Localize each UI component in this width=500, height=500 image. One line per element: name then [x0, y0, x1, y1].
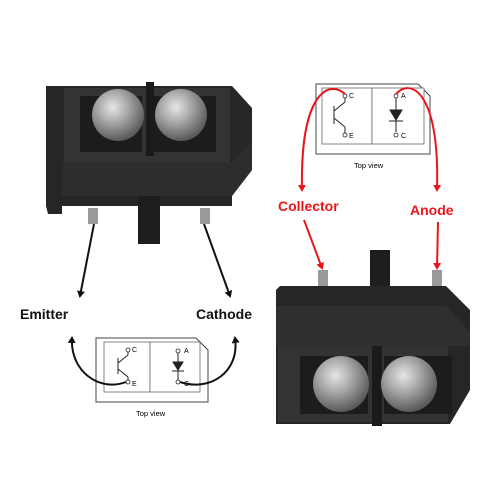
emitter-pin-mark: E — [132, 381, 137, 388]
cathode-curve — [179, 336, 240, 386]
anode-arrow — [433, 221, 442, 270]
schematic-top-right: C E A C Top view — [315, 83, 431, 170]
detector-lens-2 — [313, 356, 369, 412]
phototransistor-symbol-2 — [333, 96, 346, 134]
emitter-pin — [88, 208, 98, 224]
anode-pin-mark: A — [184, 348, 189, 355]
collector-pin-mark-2: C — [349, 93, 354, 100]
collector-arrow — [303, 219, 324, 270]
cathode-pin — [200, 208, 210, 224]
ir-diode-symbol-2 — [389, 98, 403, 132]
ir-diode-symbol — [172, 353, 184, 380]
anode-curve — [395, 87, 442, 192]
emitter-lens-2 — [381, 356, 437, 412]
schematic-bottom-left: C E A C Top view — [95, 337, 209, 418]
cathode-arrow — [203, 223, 233, 298]
sensor-top-view-component — [46, 82, 252, 244]
collector-curve — [297, 87, 346, 192]
emitter-label: Emitter — [20, 306, 69, 322]
collector-label: Collector — [278, 198, 339, 214]
top-view-caption-2: Top view — [354, 161, 384, 170]
cathode-label: Cathode — [196, 306, 252, 322]
collector-pin — [318, 270, 328, 288]
emitter-lens — [92, 89, 144, 141]
sensor-bottom-view-component — [276, 250, 470, 426]
emitter-curve — [67, 336, 127, 386]
anode-label: Anode — [410, 202, 454, 218]
emitter-arrow — [77, 223, 95, 298]
anode-pin — [432, 270, 442, 288]
anode-pin-mark-2: A — [401, 93, 406, 100]
collector-pin-mark: C — [132, 347, 137, 354]
detector-lens — [155, 89, 207, 141]
cathode-pin-mark-2: C — [401, 133, 406, 140]
top-view-caption: Top view — [136, 409, 166, 418]
emitter-pin-mark-2: E — [349, 133, 354, 140]
